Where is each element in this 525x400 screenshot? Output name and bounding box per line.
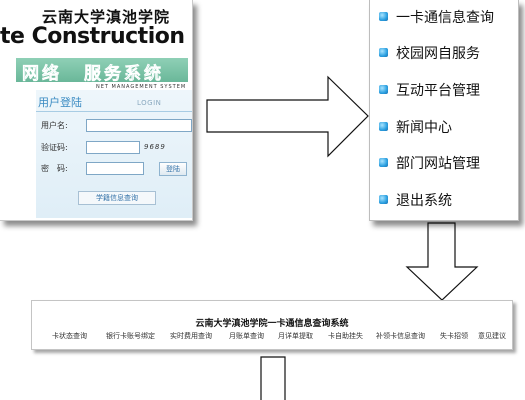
bullet-icon [379,85,388,94]
nav-link-feedback[interactable]: 意见建议 [478,332,506,340]
network-service-banner: 网络 服务系统 [16,58,188,85]
username-input[interactable] [86,119,192,132]
menu-item-label: 新闻中心 [396,120,452,136]
banner-word-service: 服务系统 [84,64,164,85]
nav-link-reissue-query[interactable]: 补领卡信息查询 [376,332,425,340]
nav-link-monthly-bill[interactable]: 月账单查询 [229,332,264,340]
student-record-query-button[interactable]: 学籍信息查询 [78,191,156,205]
right-arrow [206,75,369,158]
login-title: 用户登陆 [38,96,82,109]
captcha-input[interactable] [86,141,140,154]
login-button[interactable]: 登陆 [159,162,187,176]
login-header: 用户登陆 LOGIN [36,93,192,112]
bullet-icon [379,195,388,204]
nav-link-card-status[interactable]: 卡状态查询 [52,332,87,340]
card-system-bar: 云南大学滇池学院一卡通信息查询系统 卡状态查询 银行卡账号绑定 实时费用查询 月… [31,300,513,350]
nav-link-report-loss[interactable]: 卡自助挂失 [328,332,363,340]
bullet-icon [379,48,388,57]
menu-item-logout[interactable]: 退出系统 [370,185,518,215]
menu-item-interactive-platform[interactable]: 互动平台管理 [370,75,518,105]
banner-word-network: 网络 [22,64,62,85]
menu-item-card-query[interactable]: 一卡通信息查询 [370,2,518,32]
banner-subtitle: NET MANAGEMENT SYSTEM [96,84,187,90]
password-input[interactable] [86,162,144,175]
bullet-icon [379,158,388,167]
nav-link-lost-found[interactable]: 失卡招领 [440,332,468,340]
captcha-label: 验证码: [41,143,68,152]
bullet-icon [379,12,388,21]
down-arrow-upper [405,222,479,301]
login-title-en: LOGIN [137,99,162,107]
school-name: 云南大学滇池学院 [42,8,171,26]
down-arrow-lower [260,356,286,400]
nav-link-bank-binding[interactable]: 银行卡账号绑定 [106,332,155,340]
construction-text: te Construction [0,24,185,49]
login-panel: 云南大学滇池学院 te Construction 网络 服务系统 NET MAN… [0,0,193,221]
menu-item-label: 互动平台管理 [396,83,480,99]
login-form: 用户登陆 LOGIN 用户名: 验证码: 9689 密 码: 登陆 学籍信息查询 [36,90,192,218]
nav-link-monthly-detail[interactable]: 月详单提取 [278,332,313,340]
main-menu-panel: 一卡通信息查询 校园网自服务 互动平台管理 新闻中心 部门网站管理 退出系统 [369,0,519,221]
card-system-nav: 卡状态查询 银行卡账号绑定 实时费用查询 月账单查询 月详单提取 卡自助挂失 补… [32,331,512,343]
captcha-image: 9689 [144,143,166,151]
bullet-icon [379,122,388,131]
nav-link-realtime-fees[interactable]: 实时费用查询 [170,332,212,340]
menu-item-department-sites[interactable]: 部门网站管理 [370,148,518,178]
card-system-title: 云南大学滇池学院一卡通信息查询系统 [195,319,349,329]
menu-item-news-center[interactable]: 新闻中心 [370,112,518,142]
username-label: 用户名: [41,121,68,130]
menu-item-label: 退出系统 [396,193,452,209]
menu-item-label: 一卡通信息查询 [396,10,494,26]
menu-item-label: 部门网站管理 [396,156,480,172]
menu-item-label: 校园网自服务 [396,46,480,62]
menu-item-campus-network[interactable]: 校园网自服务 [370,38,518,68]
password-label: 密 码: [41,164,68,173]
login-banner: 云南大学滇池学院 te Construction 网络 服务系统 NET MAN… [0,0,192,90]
